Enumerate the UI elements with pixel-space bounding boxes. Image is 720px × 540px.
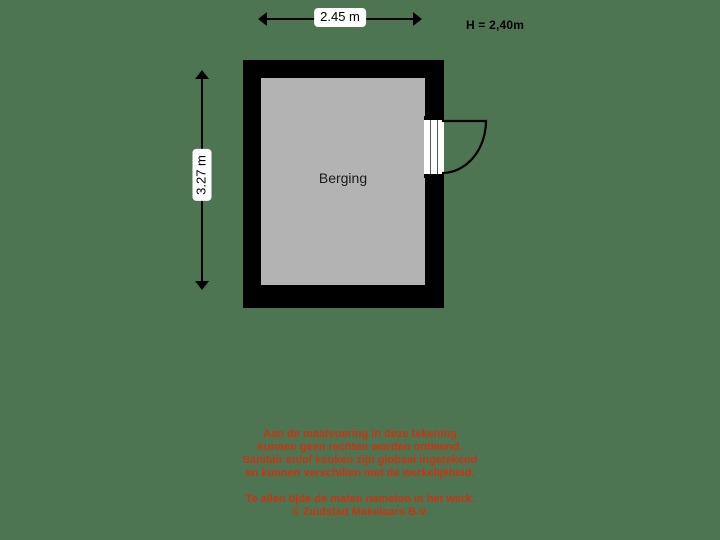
arrow-up-icon <box>195 70 209 79</box>
disclaimer: Aan de maatvoering in deze tekening kunn… <box>0 428 720 519</box>
door-leaf-line <box>437 120 438 174</box>
disclaimer-block-secondary: Te allen tijde de maten nameten in het w… <box>0 493 720 519</box>
width-dimension: 2.45 m <box>258 8 422 30</box>
disclaimer-line: Te allen tijde de maten nameten in het w… <box>245 493 475 505</box>
door-leaf-line <box>430 120 431 174</box>
disclaimer-line: Aan de maatvoering in deze tekening <box>263 428 457 440</box>
door <box>424 116 488 178</box>
depth-dimension-label: 3.27 m <box>192 149 212 201</box>
door-jamb-top <box>424 116 444 120</box>
copyright-line: © Zuidstad Makelaars B.V. <box>291 506 429 518</box>
disclaimer-line: en kunnen verschillen met de werkelijkhe… <box>245 467 475 479</box>
depth-dimension: 3.27 m <box>191 70 213 290</box>
disclaimer-line: kunnen geen rechten worden ontleend. <box>257 441 463 453</box>
door-jamb-bottom <box>424 174 444 178</box>
room-walls: Berging <box>243 60 444 308</box>
room-name-label: Berging <box>318 170 368 186</box>
arrow-down-icon <box>195 281 209 290</box>
door-frame <box>424 116 444 178</box>
width-dimension-label: 2.45 m <box>314 8 366 27</box>
ceiling-height-label: H = 2,40m <box>466 18 525 32</box>
disclaimer-block-primary: Aan de maatvoering in deze tekening kunn… <box>0 428 720 480</box>
disclaimer-line: Sanitair en/of keuken zijn globaal inget… <box>242 454 478 466</box>
door-swing-arc-icon <box>442 119 488 175</box>
room-interior: Berging <box>261 78 425 285</box>
arrow-right-icon <box>413 12 422 26</box>
